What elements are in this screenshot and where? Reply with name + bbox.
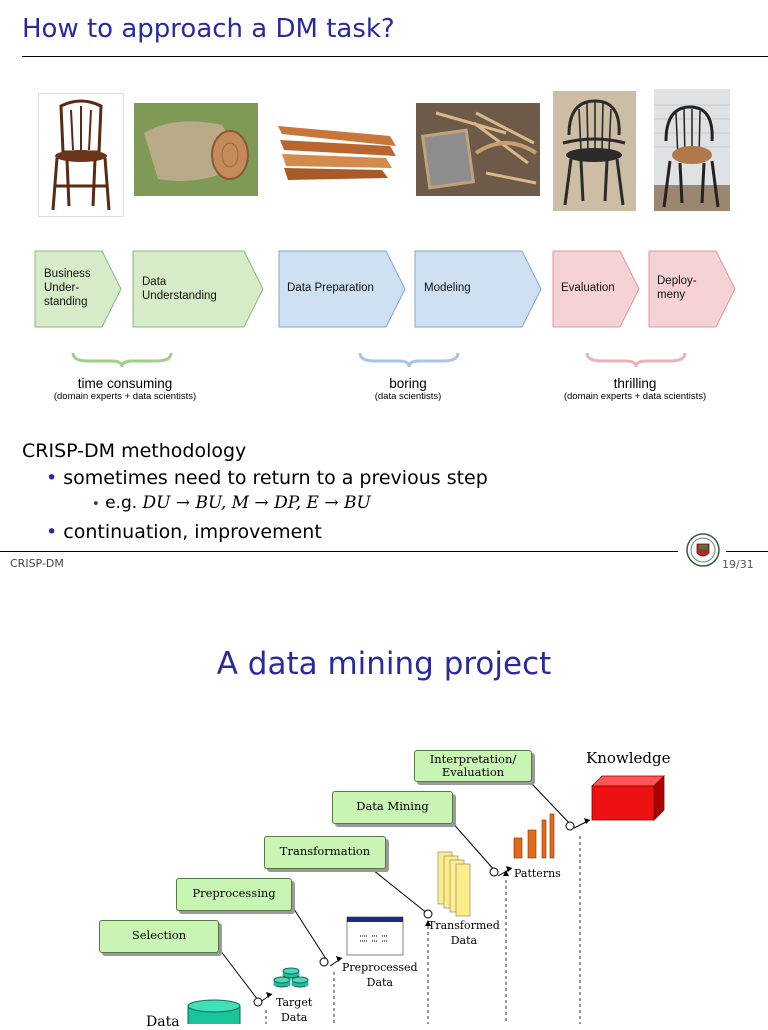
group-main-label: time consuming [77,376,173,391]
step-evaluation: Evaluation [552,250,640,328]
photo-chair-porch [654,89,730,211]
knowledge-label: Knowledge [586,749,671,767]
sub-bullet-prefix: e.g. [105,493,138,513]
data-cylinder-icon [187,999,241,1024]
footer-rule-right [726,551,768,552]
bullet-dot: • [46,521,58,543]
step-label: Evaluation [561,282,615,294]
footer-rule-left [0,551,678,552]
group-thrilling: thrilling (domain experts + data scienti… [540,376,730,402]
group-sub-label: (domain experts + data scientists) [53,391,197,402]
group-time-consuming: time consuming (domain experts + data sc… [30,376,220,402]
patterns-bars-icon [513,813,555,859]
slide-title: How to approach a DM task? [22,14,395,44]
sub-bullet-example: • e.g. DU → BU, M → DP, E → BU [92,493,371,513]
kdd-connectors [219,783,591,1024]
data-label: Data [146,1014,180,1030]
photo-chair-parts [416,103,540,196]
photo-planks [272,112,402,184]
kdd-step-transformation: Transformation [264,836,386,869]
transformed-data-icon [437,851,471,917]
step-label: Data Preparation [287,282,374,294]
bullet-dot: • [46,467,58,489]
group-main-label: thrilling [613,376,657,391]
preprocessed-data-icon [346,916,404,956]
slide2-title: A data mining project [216,646,552,682]
photo-antique-chair [38,93,124,217]
group-sub-label: (domain experts + data scientists) [563,391,707,402]
patterns-label: Patterns [514,867,561,880]
footer-section-label: CRISP-DM [10,557,64,570]
brace-thrilling [585,352,687,368]
kdd-step-data-mining: Data Mining [332,791,453,824]
brace-boring [358,352,460,368]
sub-bullet-math: DU → BU, M → DP, E → BU [142,493,371,513]
bullet-text: sometimes need to return to a previous s… [63,467,488,489]
kdd-step-preprocessing: Preprocessing [176,878,292,911]
bullet-continuation: • continuation, improvement [46,521,322,543]
step-data-preparation: Data Preparation [278,250,406,328]
step-label: Deploy-meny [657,275,697,301]
bullet-return: • sometimes need to return to a previous… [46,467,488,489]
methodology-heading: CRISP-DM methodology [22,440,247,462]
group-main-label: boring [389,376,427,391]
knowledge-cube-icon [591,775,665,821]
title-divider [22,56,768,57]
step-label: Modeling [424,282,471,294]
university-seal-icon [686,533,720,567]
kdd-step-interpretation: Interpretation/Evaluation [414,750,532,782]
group-sub-label: (data scientists) [374,391,442,402]
step-modeling: Modeling [414,250,542,328]
kdd-step-selection: Selection [99,920,219,953]
step-deployment: Deploy-meny [648,250,736,328]
group-boring: boring (data scientists) [310,376,506,402]
bullet-text: continuation, improvement [63,521,322,543]
footer-page-number: 19/31 [722,558,754,571]
photo-windsor-chair [553,91,636,211]
target-data-icon [273,967,309,988]
sub-bullet-dot: • [92,497,100,512]
brace-time-consuming [71,352,173,368]
photo-log [134,103,258,196]
